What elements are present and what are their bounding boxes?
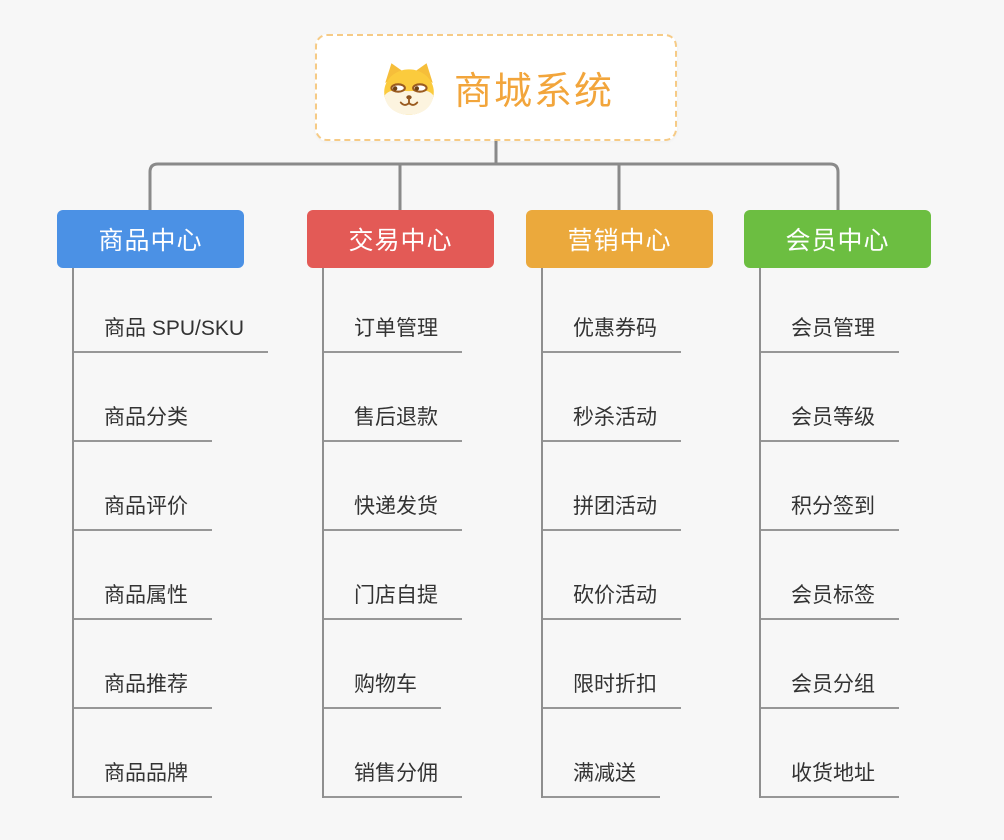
root-node[interactable]: 商城系统	[315, 34, 677, 141]
leaf-item[interactable]: 售后退款	[324, 405, 462, 442]
leaf-item[interactable]: 积分签到	[761, 494, 899, 531]
leaf-item[interactable]: 优惠券码	[543, 316, 681, 353]
leaf-item[interactable]: 商品推荐	[74, 672, 212, 709]
leaf-item[interactable]: 会员分组	[761, 672, 899, 709]
leaf-item[interactable]: 商品属性	[74, 583, 212, 620]
branch-node-trade-center[interactable]: 交易中心	[307, 210, 494, 268]
branch-node-product-center[interactable]: 商品中心	[57, 210, 244, 268]
branch-node-marketing-center[interactable]: 营销中心	[526, 210, 713, 268]
leaf-item[interactable]: 会员标签	[761, 583, 899, 620]
leaf-item[interactable]: 秒杀活动	[543, 405, 681, 442]
branch-column-member: 会员管理 会员等级 积分签到 会员标签 会员分组 收货地址	[759, 268, 899, 798]
leaf-item[interactable]: 限时折扣	[543, 672, 681, 709]
shiba-dog-icon	[384, 62, 434, 115]
leaf-item[interactable]: 购物车	[324, 672, 441, 709]
leaf-item[interactable]: 收货地址	[761, 761, 899, 798]
branch-column-marketing: 优惠券码 秒杀活动 拼团活动 砍价活动 限时折扣 满减送	[541, 268, 681, 798]
leaf-item[interactable]: 满减送	[543, 761, 660, 798]
leaf-item[interactable]: 商品评价	[74, 494, 212, 531]
branch-column-product: 商品 SPU/SKU 商品分类 商品评价 商品属性 商品推荐 商品品牌	[72, 268, 269, 798]
leaf-item[interactable]: 砍价活动	[543, 583, 681, 620]
root-node-label: 商城系统	[453, 71, 614, 113]
leaf-item[interactable]: 商品 SPU/SKU	[74, 316, 269, 353]
branch-node-member-center[interactable]: 会员中心	[744, 210, 931, 268]
leaf-item[interactable]: 拼团活动	[543, 494, 681, 531]
leaf-item[interactable]: 会员等级	[761, 405, 899, 442]
branch-column-trade: 订单管理 售后退款 快递发货 门店自提 购物车 销售分佣	[322, 268, 462, 798]
leaf-item[interactable]: 门店自提	[324, 583, 462, 620]
leaf-item[interactable]: 订单管理	[324, 316, 462, 353]
leaf-item[interactable]: 会员管理	[761, 316, 899, 353]
leaf-item[interactable]: 商品分类	[74, 405, 212, 442]
leaf-item[interactable]: 商品品牌	[74, 761, 212, 798]
leaf-item[interactable]: 销售分佣	[324, 761, 462, 798]
leaf-item[interactable]: 快递发货	[324, 494, 462, 531]
bus-line	[148, 162, 840, 210]
